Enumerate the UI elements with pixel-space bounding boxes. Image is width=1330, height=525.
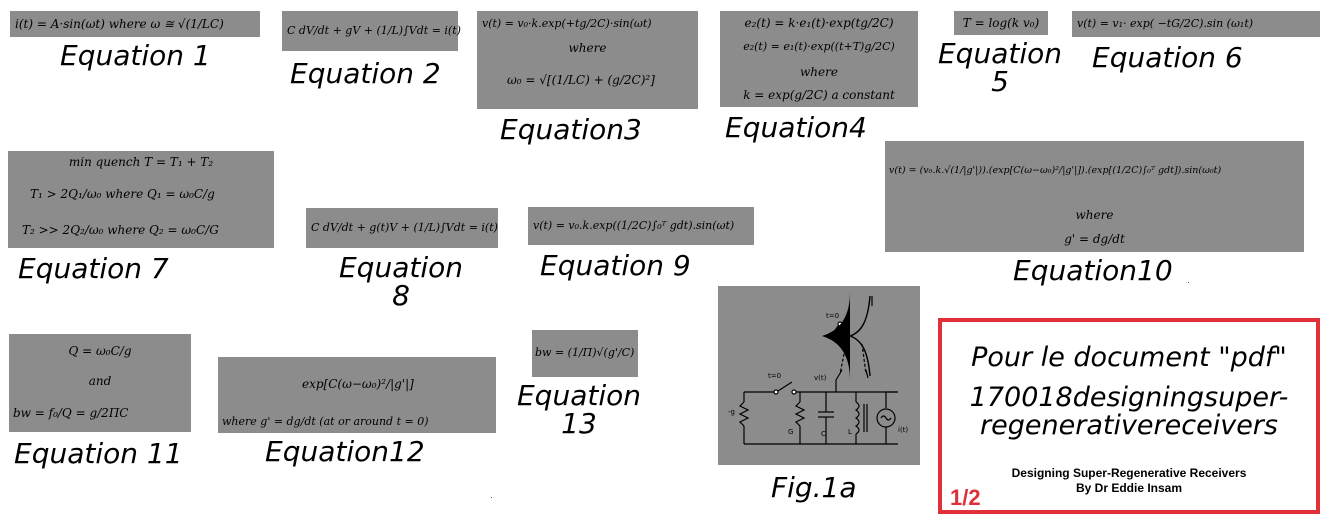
page-indicator: 1/2 [950, 485, 981, 510]
label-L: L [848, 428, 852, 436]
equation-12-line1: exp[C(ω−ω₀)²/|g'|] [302, 377, 414, 391]
equation-3-line2: where [568, 41, 607, 55]
equation-11-line3: bw = f₀/Q = g/2ΠC [13, 406, 129, 420]
equation-1-caption: Equation 1 [60, 39, 211, 72]
equation-4-line4: k = exp(g/2C) a constant [743, 88, 895, 102]
equation-5-caption: Equation 5 [935, 40, 1065, 96]
equation-8-caption: Equation 8 [335, 254, 467, 310]
notice-document-id: 170018designingsuper- regenerativereceiv… [942, 384, 1316, 440]
equation-5-caption-number: 5 [991, 65, 1009, 98]
equation-10-box: v(t) = (v₀.k.√(1/|g'|)).(exp[C(ω−ω₀)²/|g… [885, 141, 1304, 252]
equation-13-box: bw = (1/Π)√(g'/C) [532, 330, 638, 377]
notice-heading: Pour le document "pdf" [971, 342, 1287, 373]
equation-11-caption: Equation 11 [14, 437, 183, 470]
equation-7-line3: T₂ >> 2Q₂/ω₀ where Q₂ = ω₀C/G [22, 223, 219, 237]
equation-5-formula: T = log(k v₀) [962, 16, 1040, 30]
equation-11-box: Q = ω₀C/g and bw = f₀/Q = g/2ΠC [9, 334, 191, 432]
stray-dot [491, 497, 492, 498]
equation-6-box: v(t) = v₁· exp( −tG/2C).sin (ω₁t) [1072, 11, 1320, 37]
equation-2-formula: C dV/dt + gV + (1/L)∫Vdt = i(t) [287, 24, 461, 37]
label-v-t: v(t) [814, 374, 827, 382]
equation-8-caption-word: Equation [338, 251, 463, 284]
figure-1a: -g G C L i(t) v(t) t=0 t=0 [718, 286, 920, 465]
equation-8-caption-number: 8 [392, 279, 410, 312]
equation-3-box: v(t) = v₀·k.exp(+tg/2C)·sin(ωt) where ω₀… [477, 11, 698, 109]
equation-12-line2: where g' = dg/dt (at or around t = 0) [222, 415, 429, 428]
equation-5-caption-word: Equation [937, 37, 1062, 70]
equation-4-line1: e₂(t) = k·e₁(t)·exp(tg/2C) [744, 16, 894, 30]
equation-13-formula: bw = (1/Π)√(g'/C) [535, 346, 635, 359]
equation-11-line2: and [88, 374, 112, 388]
equation-7-line1: min quench T = T₁ + T₂ [68, 155, 214, 169]
equation-1-box: i(t) = A·sin(ωt) where ω ≅ √(1/LC) [10, 11, 260, 37]
equation-6-formula: v(t) = v₁· exp( −tG/2C).sin (ω₁t) [1077, 17, 1254, 30]
label-t0-switch: t=0 [768, 372, 781, 380]
equation-11-line1: Q = ω₀C/g [68, 344, 132, 358]
equation-7-caption: Equation 7 [18, 252, 169, 285]
equation-10-caption: Equation10 [1013, 254, 1173, 287]
figure-1a-caption: Fig.1a [771, 471, 857, 504]
equation-10-line3: g' = dg/dt [1064, 232, 1125, 246]
notice-document-id-line1: 170018designingsuper- [969, 382, 1289, 413]
equation-8-formula: C dV/dt + g(t)V + (1/L)∫Vdt = i(t) [311, 221, 498, 234]
notice-article-author: By Dr Eddie Insam [1075, 481, 1183, 495]
equation-9-caption: Equation 9 [540, 249, 691, 282]
label-C: C [821, 430, 826, 438]
equation-7-line2: T₁ > 2Q₁/ω₀ where Q₁ = ω₀C/g [30, 187, 215, 201]
label-i-t: i(t) [898, 426, 908, 434]
equation-4-line3: where [800, 65, 838, 79]
label-t0-sampler: t=0 [826, 312, 839, 320]
equation-5-box: T = log(k v₀) [954, 11, 1048, 35]
equation-4-caption: Equation4 [725, 111, 867, 144]
equation-9-box: v(t) = v₀.k.exp((1/2C)∫₀ᵀ gdt).sin(ωt) [528, 207, 754, 245]
equation-1-formula: i(t) = A·sin(ωt) where ω ≅ √(1/LC) [15, 17, 224, 31]
equation-9-formula: v(t) = v₀.k.exp((1/2C)∫₀ᵀ gdt).sin(ωt) [533, 219, 735, 232]
equation-4-line2: e₂(t) = e₁(t)·exp((t+T)g/2C) [743, 40, 895, 53]
equation-13-caption-word: Equation [516, 379, 641, 412]
equation-10-line2: where [1075, 208, 1114, 222]
equation-8-box: C dV/dt + g(t)V + (1/L)∫Vdt = i(t) [306, 208, 498, 248]
equation-13-caption: Equation 13 [515, 382, 643, 438]
equation-10-line1: v(t) = (v₀.k.√(1/|g'|)).(exp[C(ω−ω₀)²/|g… [889, 165, 1222, 176]
equation-7-box: min quench T = T₁ + T₂ T₁ > 2Q₁/ω₀ where… [8, 151, 274, 248]
notice-article-info: Designing Super-Regenerative Receivers B… [942, 466, 1316, 496]
equation-2-caption: Equation 2 [290, 57, 441, 90]
label-neg-g: -g [728, 408, 735, 416]
equation-4-box: e₂(t) = k·e₁(t)·exp(tg/2C) e₂(t) = e₁(t)… [720, 11, 918, 107]
equation-3-line1: v(t) = v₀·k.exp(+tg/2C)·sin(ωt) [482, 17, 652, 30]
equation-3-caption: Equation3 [500, 113, 642, 146]
equation-13-caption-number: 13 [561, 407, 597, 440]
notice-article-title: Designing Super-Regenerative Receivers [1011, 466, 1247, 480]
pdf-notice-box: Pour le document "pdf" 170018designingsu… [938, 318, 1320, 514]
equation-12-caption: Equation12 [265, 435, 425, 468]
equation-2-box: C dV/dt + gV + (1/L)∫Vdt = i(t) [282, 11, 461, 51]
stray-dot [1188, 282, 1189, 283]
label-G: G [788, 428, 793, 436]
notice-document-id-line2: regenerativereceivers [980, 410, 1278, 441]
equation-6-caption: Equation 6 [1092, 41, 1243, 74]
circuit-diagram: -g G C L i(t) v(t) t=0 t=0 [728, 292, 908, 445]
equation-12-box: exp[C(ω−ω₀)²/|g'|] where g' = dg/dt (at … [218, 357, 496, 433]
equation-3-line3: ω₀ = √[(1/LC) + (g/2C)²] [507, 73, 655, 87]
